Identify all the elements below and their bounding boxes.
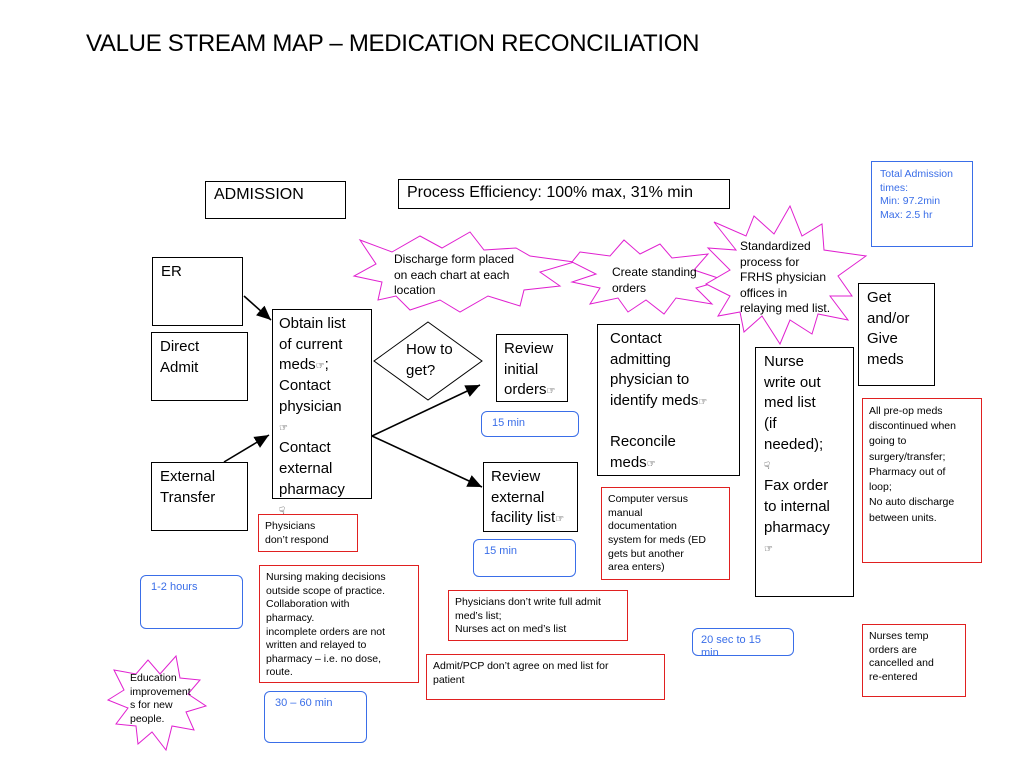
hand-right-icon: ☞ <box>555 514 565 526</box>
issue-nurses-temp: Nurses temp orders are cancelled and re-… <box>862 624 966 697</box>
issue-physicians-dont-write: Physicians don’t write full admit med’s … <box>448 590 628 641</box>
burst-standing <box>570 239 726 315</box>
issue-pre-op: All pre-op meds discontinued when going … <box>862 398 982 563</box>
time-obtain: 30 – 60 min <box>264 691 367 743</box>
obtain-list-box: Obtain list of current meds☞; Contact ph… <box>272 309 372 517</box>
obtain-list-text-3: Contact external pharmacy <box>279 439 345 498</box>
arrow-review-initial <box>371 384 481 437</box>
fax-order-text: Fax order to internal pharmacy <box>764 477 830 536</box>
burst-standing-text: Create standing orders <box>612 265 697 295</box>
issue-nursing-decisions: Nursing making decisions outside scope o… <box>259 565 419 683</box>
time-sources: 1-2 hours <box>140 575 243 629</box>
contact-admitting-text: Contact admitting physician to identify … <box>610 330 699 410</box>
arrow-review-external <box>371 435 483 488</box>
issue-computer-vs-manual: Computer versus manual documentation sys… <box>601 487 730 580</box>
hand-right-icon: ☞ <box>279 423 288 435</box>
source-er: ER <box>152 257 243 326</box>
decision-how-to-get: How to get? <box>406 341 453 379</box>
burst-standardized <box>704 204 868 346</box>
burst-discharge <box>352 231 575 313</box>
time-review-external: 15 min <box>473 539 576 577</box>
contact-admitting-box: Contact admitting physician to identify … <box>597 324 740 476</box>
hand-down-icon: ☟ <box>279 506 286 518</box>
hand-right-icon: ☞ <box>646 459 656 471</box>
reconcile-text: Reconcile meds <box>610 433 676 472</box>
page-title: VALUE STREAM MAP – MEDICATION RECONCILIA… <box>86 30 700 57</box>
decision-diamond <box>373 321 483 401</box>
review-initial-box: Review initial orders☞ <box>496 334 568 402</box>
arrow-external <box>223 434 270 463</box>
source-direct-admit: Direct Admit <box>151 332 248 401</box>
admission-label: ADMISSION <box>205 181 346 219</box>
burst-discharge-text: Discharge form placed on each chart at e… <box>394 252 515 298</box>
hand-right-icon: ☞ <box>698 397 708 409</box>
nurse-write-text: Nurse write out med list (if needed); <box>764 353 824 453</box>
hand-right-icon: ☞ <box>546 386 556 398</box>
obtain-list-text-2: ; Contact physician <box>279 356 342 415</box>
total-admission-times: Total Admission times: Min: 97.2min Max:… <box>871 161 973 247</box>
process-efficiency: Process Efficiency: 100% max, 31% min <box>398 179 730 209</box>
review-initial-text: Review initial orders <box>504 340 554 399</box>
time-review-initial: 15 min <box>481 411 579 437</box>
obtain-list-text: Obtain list of current meds <box>279 315 346 374</box>
hand-right-icon: ☞ <box>315 361 325 373</box>
nurse-write-box: Nurse write out med list (if needed); ☟ … <box>755 347 854 597</box>
source-external-transfer: External Transfer <box>151 462 248 531</box>
get-give-meds: Get and/or Give meds <box>858 283 935 386</box>
burst-standardized-text: Standardized process for FRHS physician … <box>740 239 831 316</box>
hand-down-icon: ☟ <box>764 461 771 473</box>
issue-physicians-dont-respond: Physicians don’t respond <box>258 514 358 552</box>
time-nurse: 20 sec to 15 min <box>692 628 794 659</box>
hand-right-icon: ☞ <box>764 544 773 556</box>
issue-admit-pcp: Admit/PCP don’t agree on med list for pa… <box>426 654 665 700</box>
review-external-text: Review external facility list <box>491 468 556 527</box>
burst-education-text: Education improvement s for new people. <box>130 672 191 725</box>
burst-education <box>106 654 208 752</box>
arrow-er <box>243 295 272 321</box>
review-external-box: Review external facility list☞ <box>483 462 578 532</box>
